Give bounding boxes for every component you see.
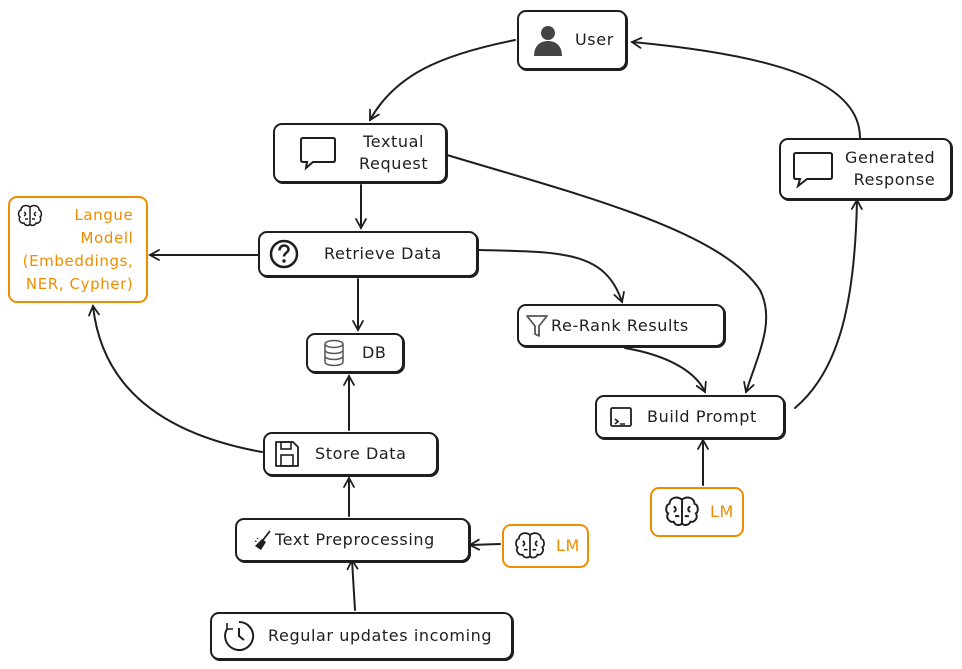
- node-label: Text Preprocessing: [275, 530, 435, 550]
- arrow-lm-to-preprocessing: [468, 538, 501, 551]
- arrow-build-prompt-to-response: [794, 198, 863, 409]
- arrow-user-to-request: [369, 39, 516, 122]
- arrow-rerank-to-build-prompt: [624, 347, 707, 394]
- node-lm-build-prompt[interactable]: LM: [650, 487, 744, 537]
- node-regular-updates[interactable]: Regular updates incoming: [210, 612, 513, 660]
- node-user[interactable]: User: [517, 10, 627, 70]
- node-label: DB: [362, 343, 387, 363]
- brain-icon: [664, 495, 700, 529]
- node-label: Regular updates incoming: [268, 626, 493, 646]
- arrow-response-to-user: [630, 36, 861, 139]
- person-icon: [531, 23, 565, 57]
- save-icon: [273, 439, 301, 469]
- node-retrieve-data[interactable]: Retrieve Data: [258, 231, 478, 277]
- node-build-prompt[interactable]: Build Prompt: [595, 395, 785, 439]
- label-line: Modell: [80, 229, 134, 247]
- label-line: Response: [853, 170, 936, 189]
- label-line: NER, Cypher): [25, 275, 134, 293]
- node-language-model[interactable]: Langue Modell (Embeddings, NER, Cypher): [8, 196, 148, 303]
- label-line: (Embeddings,: [22, 252, 134, 270]
- node-label: LM: [556, 536, 580, 556]
- brain-icon: [17, 204, 43, 228]
- node-label: User: [575, 30, 614, 50]
- node-label: LM: [710, 502, 734, 522]
- speech-bubble-icon: [791, 149, 835, 189]
- node-db[interactable]: DB: [306, 333, 404, 373]
- node-store-data[interactable]: Store Data: [263, 432, 438, 476]
- label-line: Langue: [74, 206, 134, 224]
- arrow-request-to-build-prompt: [446, 154, 768, 394]
- node-textual-request[interactable]: Textual Request: [273, 123, 447, 183]
- node-lm-preprocessing[interactable]: LM: [502, 524, 589, 568]
- label-line: Textual: [363, 132, 425, 152]
- speech-bubble-icon: [299, 135, 337, 171]
- arrow-store-to-language-model: [88, 304, 263, 453]
- broom-icon: [253, 529, 273, 551]
- node-text-preprocessing[interactable]: Text Preprocessing: [235, 518, 470, 562]
- label-line: Request: [359, 154, 429, 173]
- arrow-retrieve-to-rerank: [477, 249, 625, 304]
- clock-icon: [222, 619, 256, 653]
- question-circle-icon: [268, 238, 300, 270]
- node-rerank-results[interactable]: Re-Rank Results: [517, 304, 725, 347]
- funnel-icon: [525, 313, 549, 339]
- node-label: Build Prompt: [647, 407, 757, 427]
- label-line: Generated: [845, 148, 936, 168]
- database-icon: [322, 339, 346, 367]
- arrow-updates-to-preprocessing: [346, 558, 359, 611]
- node-generated-response[interactable]: Generated Response: [779, 138, 952, 200]
- node-label: Re-Rank Results: [551, 315, 689, 335]
- node-label: Store Data: [315, 444, 407, 464]
- terminal-icon: [609, 405, 633, 429]
- brain-icon: [514, 531, 546, 561]
- node-label: Retrieve Data: [324, 244, 442, 264]
